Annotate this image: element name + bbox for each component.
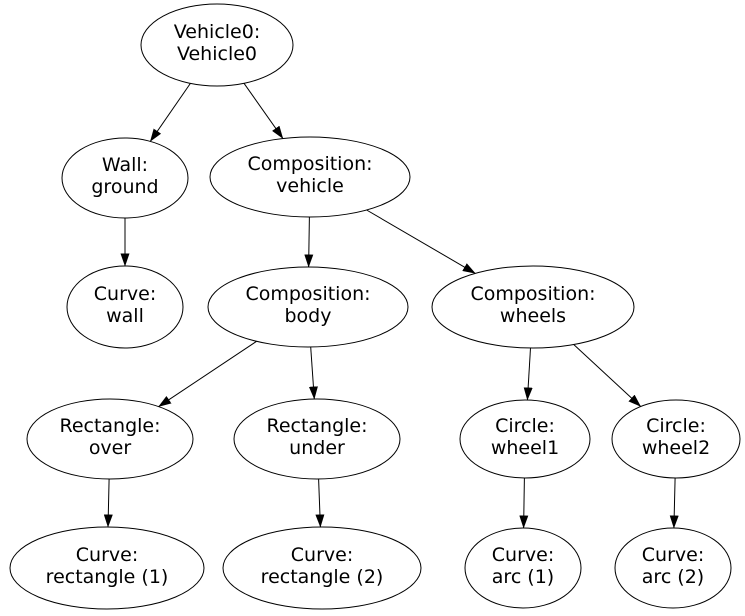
node-label-line2: ground	[91, 176, 158, 198]
node-ellipse	[66, 265, 184, 349]
node-label-line1: Curve:	[291, 544, 353, 566]
node-ellipse	[222, 526, 422, 610]
graph-node-curve-rectangle-1: Curve:rectangle (1)	[9, 526, 205, 610]
node-label-line1: Curve:	[642, 544, 704, 566]
graph-node-composition-wheels: Composition:wheels	[431, 265, 635, 349]
graph-node-curve-rectangle-2: Curve:rectangle (2)	[222, 526, 422, 610]
graph-edge-circle-wheel1-to-curve-arc-1	[519, 477, 529, 529]
graph-node-composition-body: Composition:body	[207, 266, 409, 348]
graph-edge-composition-wheels-to-circle-wheel1	[523, 347, 533, 401]
graph-node-circle-wheel2: Circle:wheel2	[611, 399, 741, 479]
graph-node-wall-ground: Wall:ground	[61, 137, 189, 219]
graph-edge-composition-body-to-rectangle-under	[308, 346, 318, 400]
node-label-line1: Vehicle0:	[174, 21, 260, 43]
graph-edge-vehicle0-to-wall-ground	[149, 83, 191, 142]
node-label-line1: Circle:	[495, 415, 555, 437]
node-label-line2: body	[285, 305, 332, 327]
node-ellipse	[26, 398, 194, 480]
graph-node-circle-wheel1: Circle:wheel1	[459, 399, 591, 479]
node-label-line1: Composition:	[247, 153, 372, 175]
node-label-line2: over	[89, 437, 132, 459]
node-ellipse	[459, 399, 591, 479]
graph-edge-composition-wheels-to-circle-wheel2	[573, 344, 642, 407]
node-ellipse	[233, 398, 401, 480]
node-label-line2: under	[289, 437, 345, 459]
node-ellipse	[140, 3, 294, 87]
graph-edge-rectangle-over-to-curve-rectangle-1	[103, 478, 113, 528]
node-label-line2: wheel2	[642, 437, 710, 459]
graph-edge-vehicle0-to-composition-vehicle	[243, 83, 284, 139]
graph-edge-circle-wheel2-to-curve-arc-2	[669, 477, 679, 529]
nodes-layer: Vehicle0:Vehicle0Wall:groundComposition:…	[9, 3, 741, 610]
node-ellipse	[9, 526, 205, 610]
node-ellipse	[614, 527, 732, 609]
node-ellipse	[464, 527, 582, 609]
graph-node-curve-arc-1: Curve:arc (1)	[464, 527, 582, 609]
node-label-line1: Curve:	[492, 544, 554, 566]
graph-edge-composition-vehicle-to-composition-body	[304, 216, 314, 268]
node-label-line2: Vehicle0	[177, 43, 257, 65]
node-label-line2: wheels	[500, 305, 566, 327]
node-label-line2: vehicle	[276, 175, 344, 197]
node-label-line1: Curve:	[76, 544, 138, 566]
node-label-line1: Circle:	[646, 415, 706, 437]
graph-node-composition-vehicle: Composition:vehicle	[209, 136, 411, 218]
node-label-line2: wheel1	[491, 437, 559, 459]
graph-node-rectangle-under: Rectangle:under	[233, 398, 401, 480]
node-label-line1: Curve:	[94, 283, 156, 305]
node-ellipse	[61, 137, 189, 219]
graph-node-curve-wall: Curve:wall	[66, 265, 184, 349]
graph-edge-composition-vehicle-to-composition-wheels	[366, 209, 476, 274]
node-label-line1: Composition:	[470, 283, 595, 305]
node-label-line1: Wall:	[102, 154, 148, 176]
node-ellipse	[209, 136, 411, 218]
graph-node-curve-arc-2: Curve:arc (2)	[614, 527, 732, 609]
node-label-line2: arc (2)	[642, 566, 704, 588]
node-label-line2: wall	[106, 305, 144, 327]
node-ellipse	[207, 266, 409, 348]
graph-node-vehicle0: Vehicle0:Vehicle0	[140, 3, 294, 87]
edges-layer	[103, 83, 679, 529]
graph-node-rectangle-over: Rectangle:over	[26, 398, 194, 480]
node-label-line2: rectangle (1)	[46, 566, 169, 588]
node-label-line1: Rectangle:	[59, 415, 160, 437]
node-label-line1: Rectangle:	[266, 415, 367, 437]
node-label-line2: rectangle (2)	[261, 566, 384, 588]
node-ellipse	[431, 265, 635, 349]
graph-edge-composition-body-to-rectangle-over	[158, 340, 257, 408]
node-label-line2: arc (1)	[492, 566, 554, 588]
node-label-line1: Composition:	[245, 283, 370, 305]
node-ellipse	[611, 399, 741, 479]
graph-edge-rectangle-under-to-curve-rectangle-2	[315, 478, 325, 528]
